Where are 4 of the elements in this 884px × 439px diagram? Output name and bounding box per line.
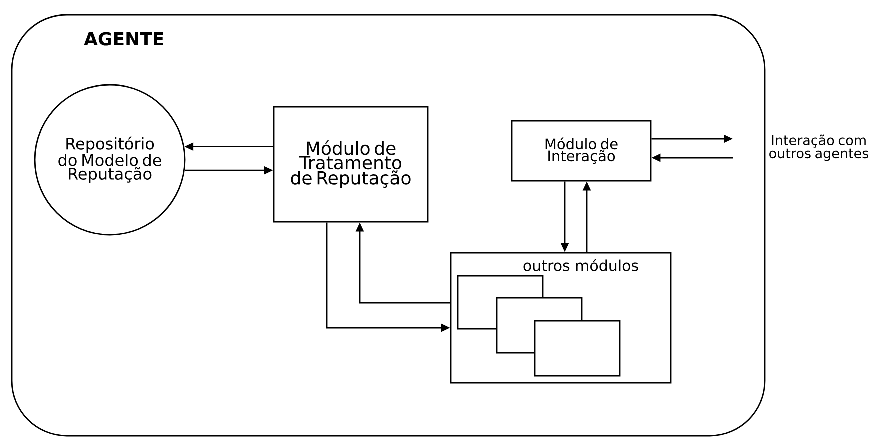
empty-module-box xyxy=(534,320,621,377)
external-label: Interação com outros agentes xyxy=(770,134,868,162)
module-box: Módulo de Tratamento de Reputação xyxy=(273,106,429,223)
module-box: Módulo de Interação xyxy=(511,120,652,182)
